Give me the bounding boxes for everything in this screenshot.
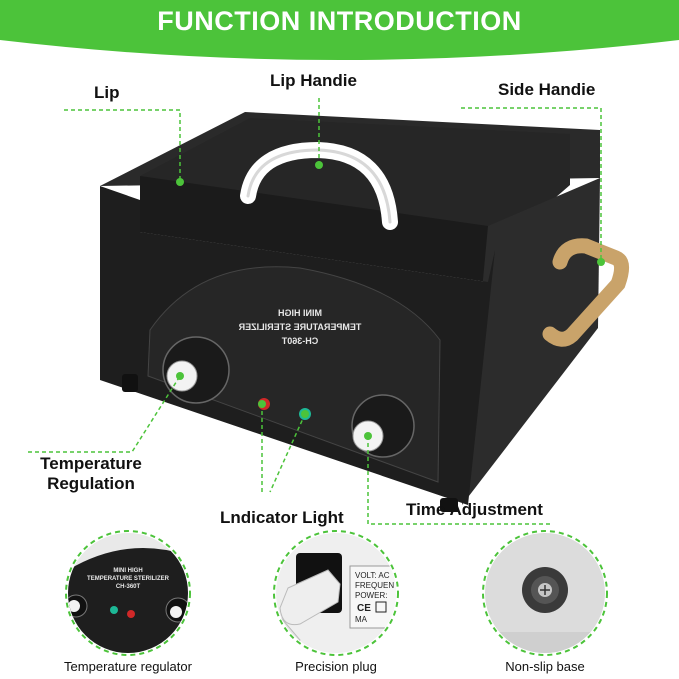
caption-precision-plug: Precision plug [295, 659, 377, 674]
callout-time-adjustment: Time Adjustment [406, 500, 543, 519]
panel-text-line1: MINI HIGH [278, 308, 322, 318]
callout-lid-handle: Lip Handie [270, 71, 357, 90]
panel-text-line3: CH-360T [281, 336, 318, 346]
control-panel-icon: MINI HIGH TEMPERATURE STERILIZER CH-360T [68, 533, 188, 653]
plug-label-line1: VOLT: AC [355, 571, 390, 580]
panel-text-line2: TEMPERATURE STERILIZER [238, 322, 361, 332]
plug-label-line2: FREQUEN [355, 581, 394, 590]
power-plug-icon: VOLT: AC FREQUEN POWER: MA CE [276, 533, 396, 653]
callout-temperature: Temperature Regulation [32, 454, 150, 494]
detail-panel-text-line2: TEMPERATURE STERILIZER [87, 576, 170, 582]
caption-non-slip-base: Non-slip base [505, 659, 585, 674]
callout-temperature-line1: Temperature [40, 454, 142, 473]
rubber-foot-icon [485, 533, 605, 653]
caption-temperature-regulator: Temperature regulator [64, 659, 192, 674]
page-title: FUNCTION INTRODUCTION [157, 6, 522, 36]
plug-label-line4: MA [355, 615, 368, 624]
callout-temperature-line2: Regulation [47, 474, 135, 493]
plug-label-line3: POWER: [355, 591, 387, 600]
callout-lip: Lip [94, 83, 120, 102]
detail-panel-text-line3: CH-360T [116, 584, 141, 590]
banner [0, 0, 679, 60]
callout-side-handle: Side Handie [498, 80, 596, 99]
callout-indicator-light: Lndicator Light [220, 508, 344, 527]
detail-panel-text-line1: MINI HIGH [113, 568, 142, 574]
svg-text:CE: CE [357, 603, 371, 614]
